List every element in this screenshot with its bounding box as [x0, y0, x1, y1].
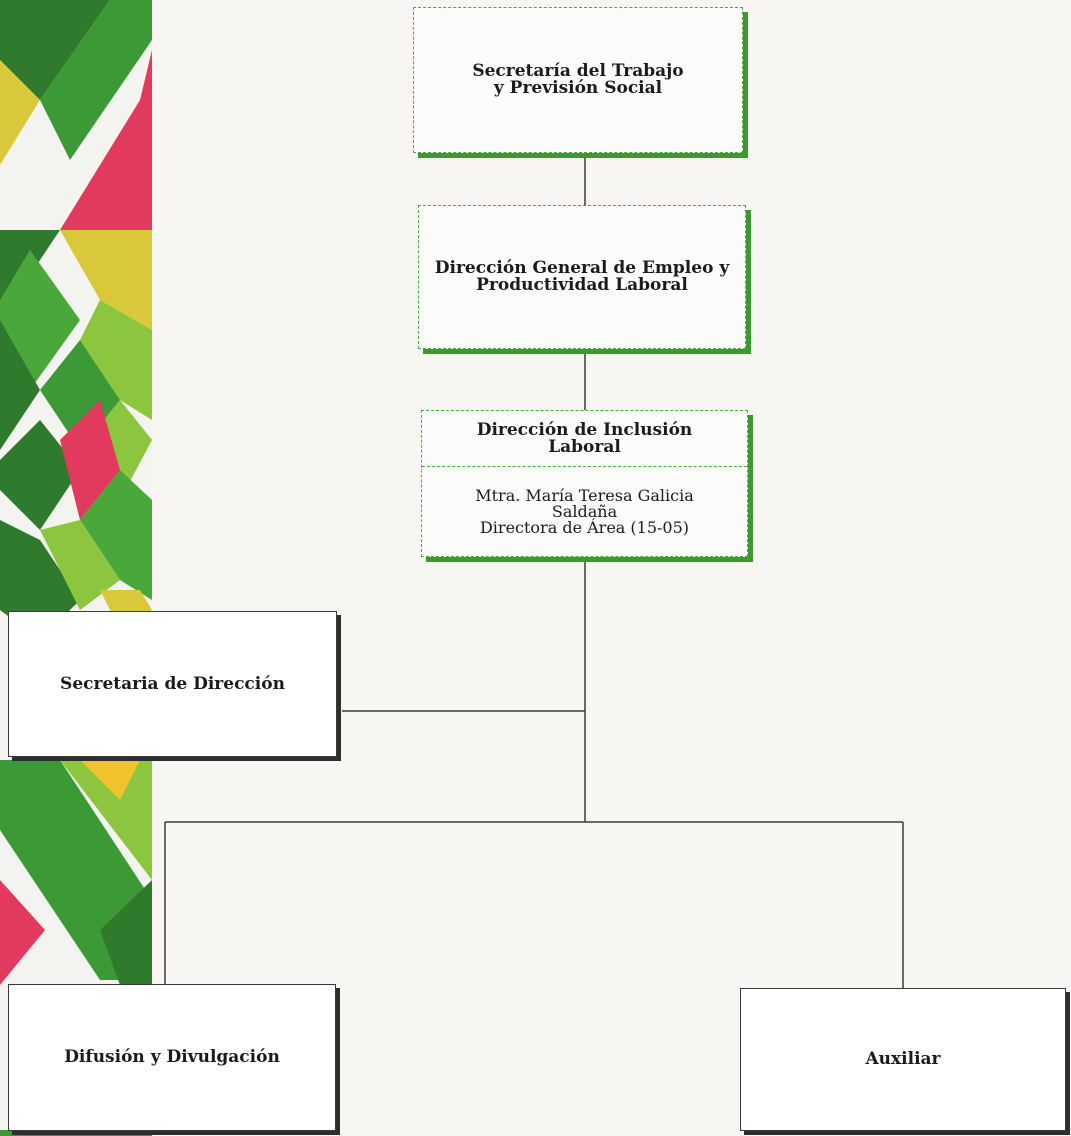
node-direccion-general-line-1: Dirección General de Empleo y — [434, 258, 730, 278]
decorative-pattern — [0, 0, 152, 1136]
node-inclusion-holder-name-1: Mtra. María Teresa Galicia — [475, 485, 694, 505]
node-secretaria-trabajo: Secretaría del Trabajo y Previsión Socia… — [413, 7, 743, 153]
node-auxiliar-label: Auxiliar — [865, 1049, 941, 1069]
node-secretaria-direccion: Secretaria de Dirección — [8, 611, 337, 757]
node-secretaria-trabajo-line-1: Secretaría del Trabajo — [472, 61, 684, 81]
node-secretaria-trabajo-line-2: y Previsión Social — [493, 78, 663, 98]
node-direccion-inclusion-laboral: Dirección de Inclusión Laboral Mtra. Mar… — [421, 410, 748, 557]
node-inclusion-title-line-1: Dirección de Inclusión — [476, 419, 693, 440]
node-inclusion-title: Dirección de Inclusión Laboral — [422, 411, 747, 467]
node-difusion-divulgacion: Difusión y Divulgación — [8, 984, 336, 1131]
node-difusion-label: Difusión y Divulgación — [64, 1047, 280, 1067]
node-inclusion-holder-position: Directora de Área (15-05) — [479, 517, 690, 537]
node-inclusion-holder-name-2: Saldaña — [551, 501, 618, 521]
node-inclusion-holder: Mtra. María Teresa Galicia Saldaña Direc… — [422, 467, 747, 556]
node-direccion-general-empleo: Dirección General de Empleo y Productivi… — [418, 205, 746, 349]
node-inclusion-title-line-2: Laboral — [548, 436, 621, 457]
node-direccion-general-line-2: Productividad Laboral — [476, 275, 688, 295]
node-secretaria-direccion-label: Secretaria de Dirección — [60, 673, 285, 694]
node-auxiliar: Auxiliar — [740, 988, 1066, 1131]
